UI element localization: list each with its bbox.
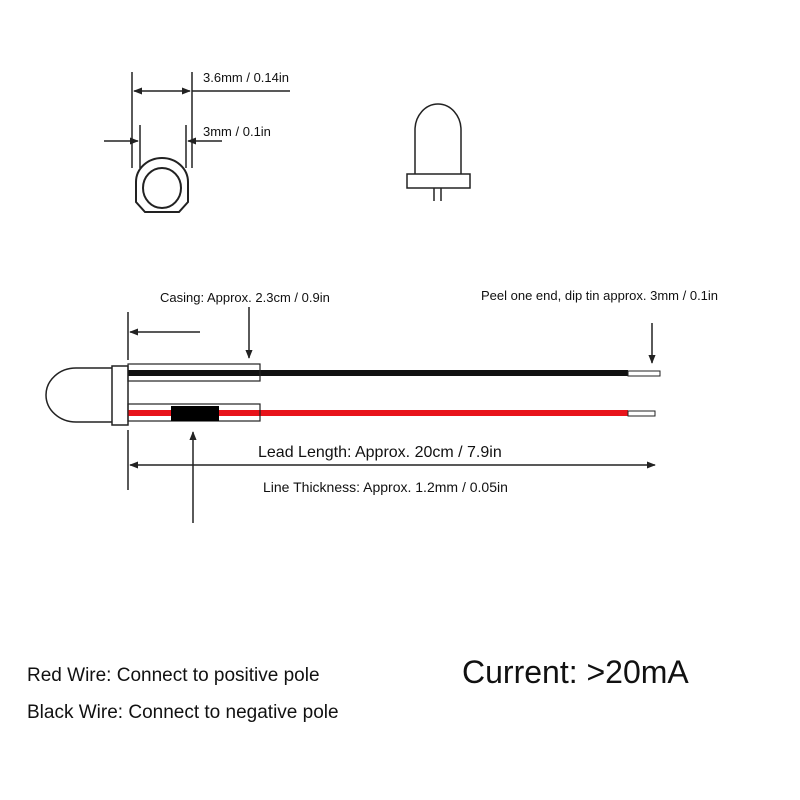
led-side-view [406, 103, 471, 201]
led-flange [111, 365, 129, 426]
inner-diameter-label: 3mm / 0.1in [203, 124, 271, 139]
red-wire-note: Red Wire: Connect to positive pole [27, 665, 320, 686]
black-wire-note: Black Wire: Connect to negative pole [27, 702, 339, 723]
casing-label: Casing: Approx. 2.3cm / 0.9in [160, 290, 330, 305]
led-lens-circle [142, 167, 182, 209]
peel-label: Peel one end, dip tin approx. 3mm / 0.1i… [481, 288, 718, 303]
resistor [171, 406, 219, 421]
black-wire-tinned-tip [627, 370, 661, 377]
led-dome [414, 103, 462, 174]
led-body [45, 367, 112, 423]
led-assembly [45, 363, 661, 426]
line-thickness-label: Line Thickness: Approx. 1.2mm / 0.05in [263, 479, 508, 495]
current-rating: Current: >20mA [462, 654, 689, 690]
red-wire-tinned-tip [627, 410, 656, 417]
led-base-flange [406, 173, 471, 189]
black-wire-casing [127, 363, 261, 382]
led-top-view [104, 72, 290, 213]
assembly-dimensions [127, 307, 656, 523]
outer-diameter-label: 3.6mm / 0.14in [203, 70, 289, 85]
led-flange-outline [135, 157, 189, 213]
lead-length-label: Lead Length: Approx. 20cm / 7.9in [258, 444, 502, 461]
